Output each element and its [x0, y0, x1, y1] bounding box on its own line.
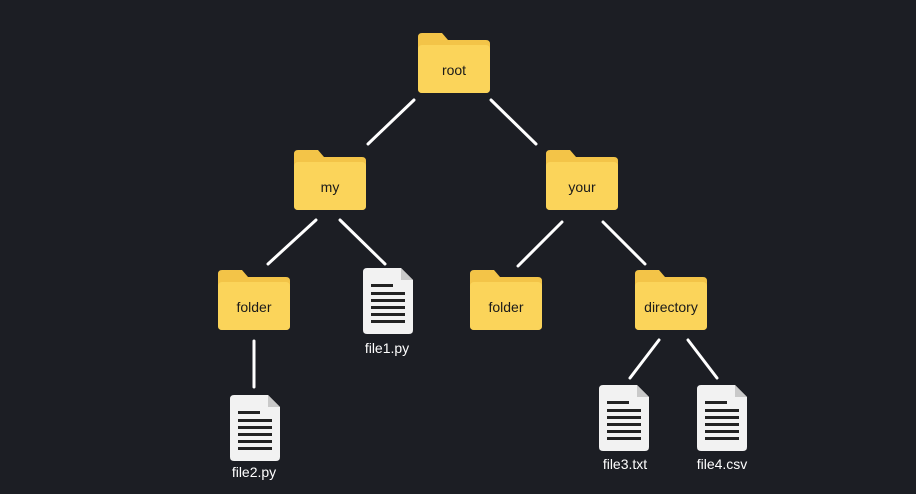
edge-my-folder: [266, 218, 318, 266]
folder-icon: [546, 150, 618, 210]
edge-root-my: [366, 98, 416, 146]
document-icon: [599, 385, 649, 451]
edge-root-your: [489, 98, 538, 146]
folder-node-your[interactable]: your: [546, 150, 618, 210]
folder-node-root[interactable]: root: [418, 33, 490, 93]
folder-icon: [418, 33, 490, 93]
document-icon: [363, 268, 413, 334]
file-label: file1.py: [365, 340, 409, 356]
folder-label: folder: [236, 299, 271, 315]
file-node-file3[interactable]: file3.txt: [599, 385, 649, 472]
folder-node-directory[interactable]: directory: [635, 270, 707, 330]
edge-directory-file4: [686, 338, 719, 380]
folder-node-my[interactable]: my: [294, 150, 366, 210]
folder-label: folder: [488, 299, 523, 315]
folder-label: my: [321, 179, 340, 195]
edge-your-folder: [516, 220, 564, 268]
file-node-file2[interactable]: file2.py: [230, 395, 280, 480]
folder-label: directory: [644, 299, 698, 315]
folder-label: your: [568, 179, 596, 195]
folder-icon: [218, 270, 290, 330]
folder-label: root: [442, 62, 466, 78]
file-label: file3.txt: [603, 456, 647, 472]
folder-node-your-folder[interactable]: folder: [470, 270, 542, 330]
edge-your-directory: [601, 220, 647, 266]
file-label: file2.py: [232, 464, 276, 480]
document-icon: [230, 395, 280, 461]
folder-icon: [635, 270, 707, 330]
folder-icon: [470, 270, 542, 330]
folder-icon: [294, 150, 366, 210]
document-icon: [697, 385, 747, 451]
edge-my-file1: [338, 218, 387, 266]
file-node-file4[interactable]: file4.csv: [697, 385, 748, 472]
file-node-file1[interactable]: file1.py: [363, 268, 413, 356]
file-label: file4.csv: [697, 456, 748, 472]
folder-node-my-folder[interactable]: folder: [218, 270, 290, 330]
tree-edges: [252, 98, 719, 389]
edge-directory-file3: [628, 338, 661, 380]
